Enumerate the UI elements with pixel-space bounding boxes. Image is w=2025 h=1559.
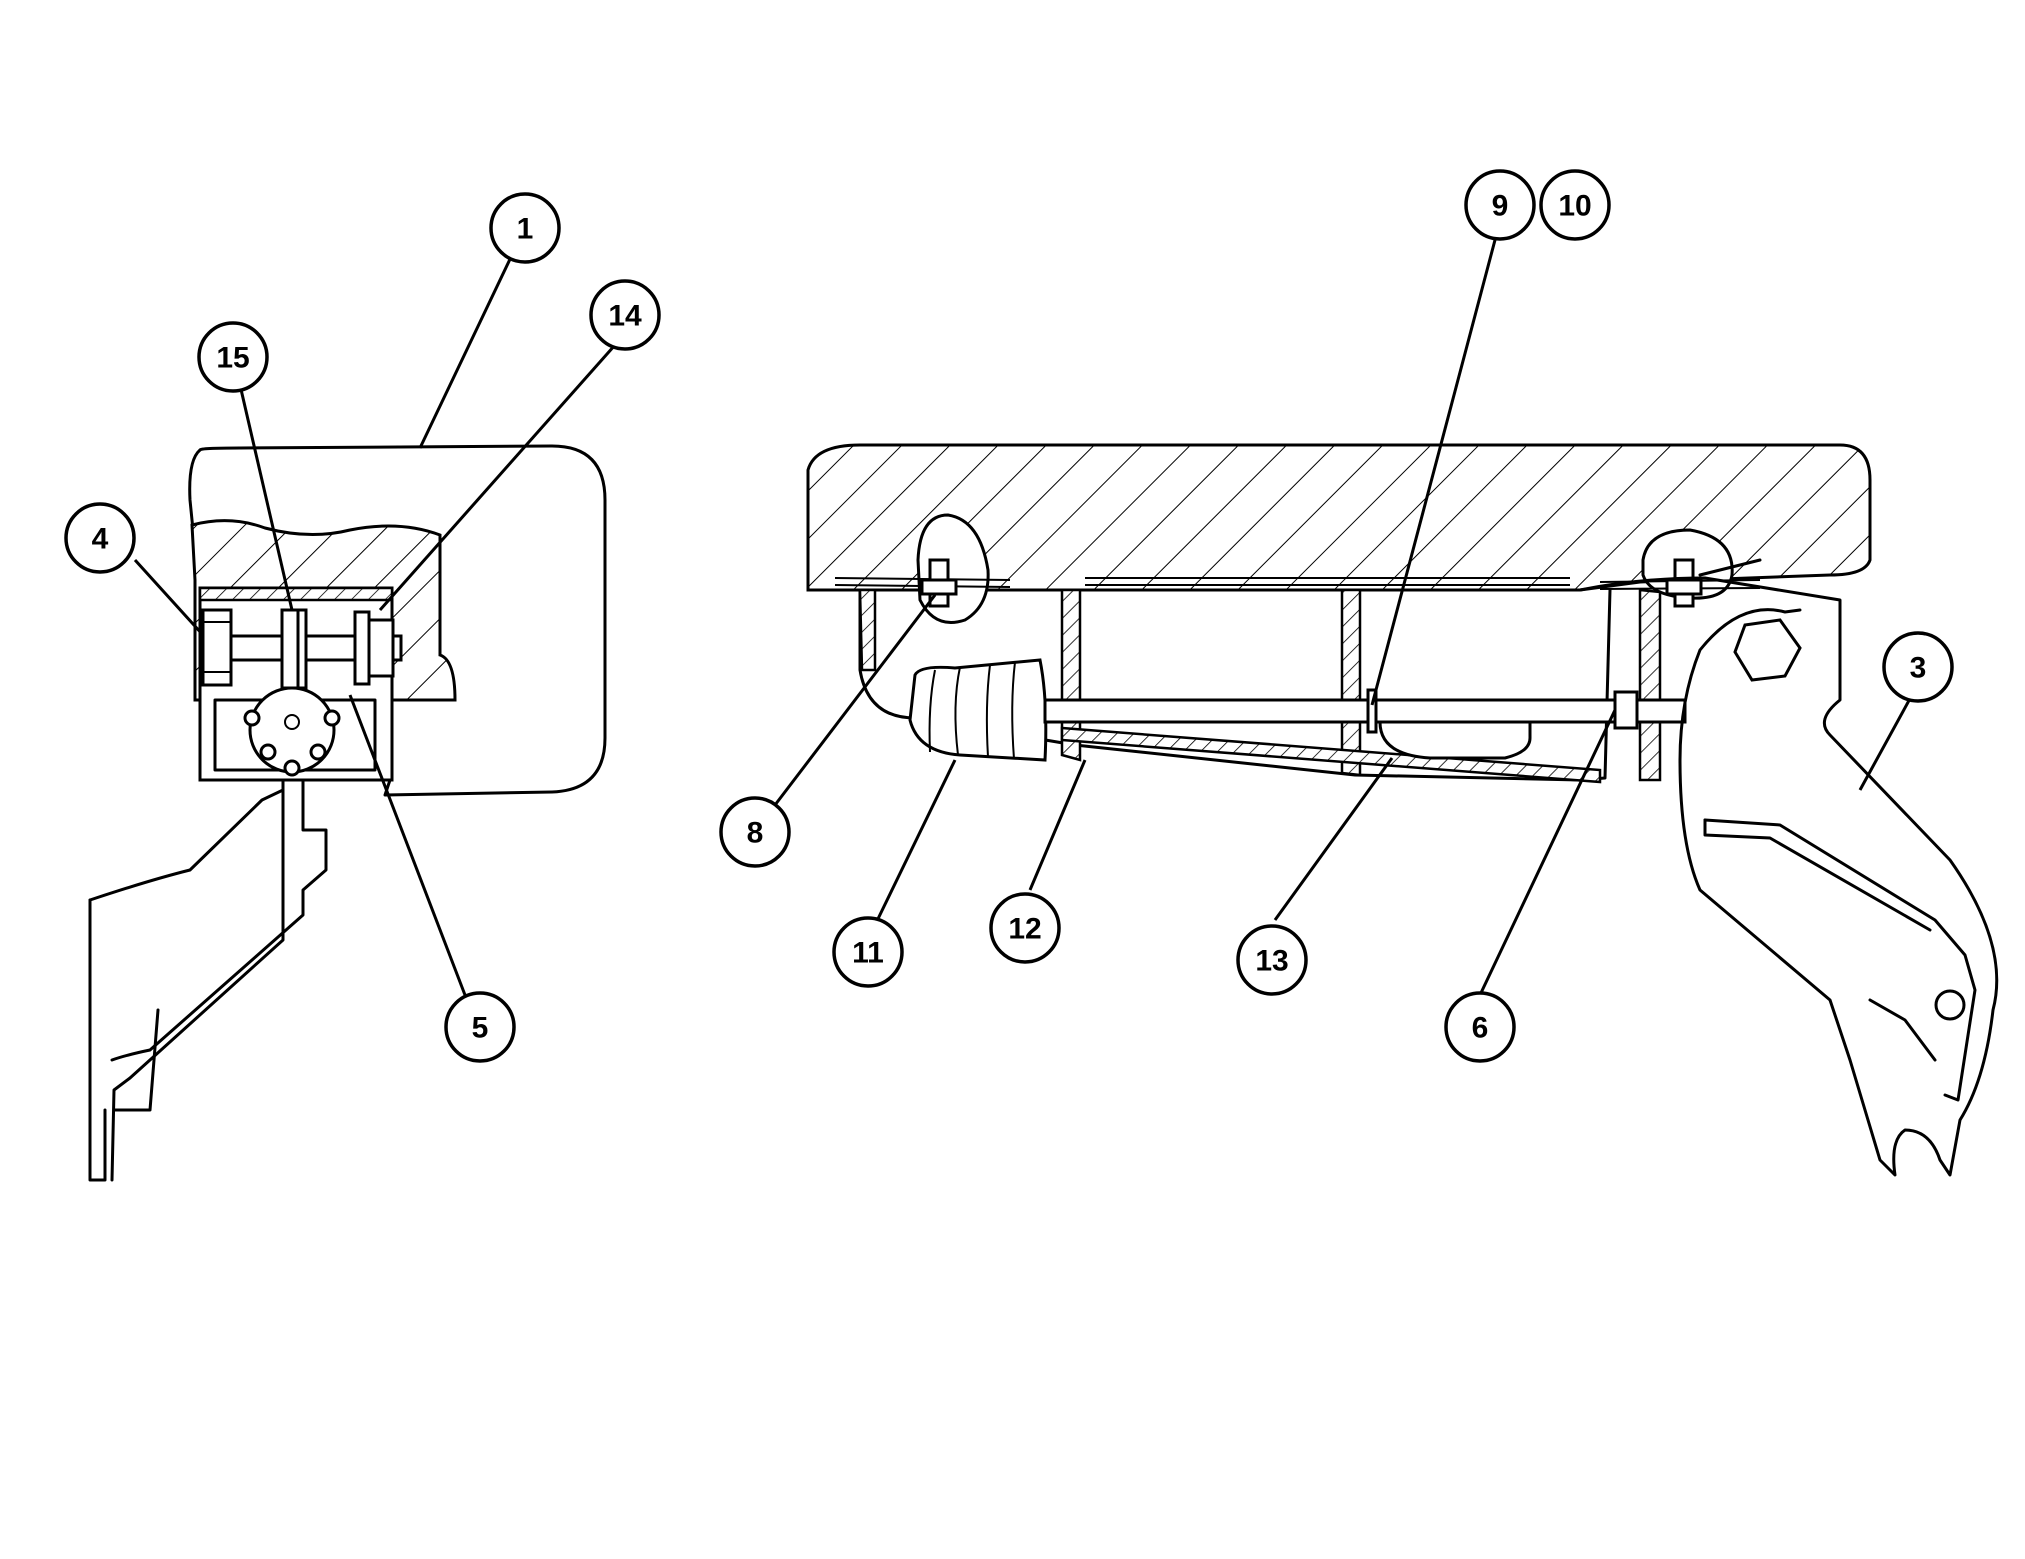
callout-label: 11	[852, 937, 884, 970]
bolt-right-pocket	[1665, 558, 1703, 608]
callout-12: 12	[989, 892, 1061, 964]
callout-label: 9	[1492, 190, 1509, 223]
callout-13: 13	[1236, 924, 1308, 996]
right-view	[806, 443, 1999, 1177]
callout-label: 8	[747, 817, 764, 850]
pivot-bracket-3	[1578, 576, 1999, 1177]
callout-1: 1	[489, 192, 561, 264]
armrest-pad-side-outline	[198, 444, 607, 797]
callout-label: 14	[608, 300, 642, 333]
callout-8: 8	[719, 796, 791, 868]
armrest-pad-section	[806, 443, 1872, 592]
callout-10: 10	[1539, 169, 1611, 241]
callout-3: 3	[1882, 631, 1954, 703]
callout-label: 4	[92, 523, 109, 556]
adjust-rod	[1043, 698, 1687, 724]
callout-6: 6	[1444, 991, 1516, 1063]
callout-label: 15	[216, 342, 249, 375]
callout-label: 3	[1910, 652, 1927, 685]
callout-15: 15	[197, 321, 269, 393]
callout-4: 4	[64, 502, 136, 574]
hex-bolt-head	[1733, 618, 1802, 682]
pivot-bolt-left	[201, 608, 403, 690]
cam-13	[1378, 720, 1532, 760]
callout-11: 11	[832, 916, 904, 988]
callout-14: 14	[589, 279, 661, 351]
callout-label: 12	[1008, 913, 1041, 946]
left-view	[88, 444, 607, 1182]
callout-label: 10	[1558, 190, 1591, 223]
callout-label: 5	[472, 1012, 489, 1045]
pivot-hole	[1934, 989, 1966, 1021]
callout-label: 1	[517, 213, 534, 246]
callout-5: 5	[444, 991, 516, 1063]
detent-gear	[243, 686, 341, 777]
leader-lines	[133, 239, 1914, 996]
mounting-bracket-arm	[110, 778, 285, 1182]
callout-9: 9	[1464, 169, 1536, 241]
callout-label: 13	[1255, 945, 1288, 978]
callout-label: 6	[1472, 1012, 1489, 1045]
